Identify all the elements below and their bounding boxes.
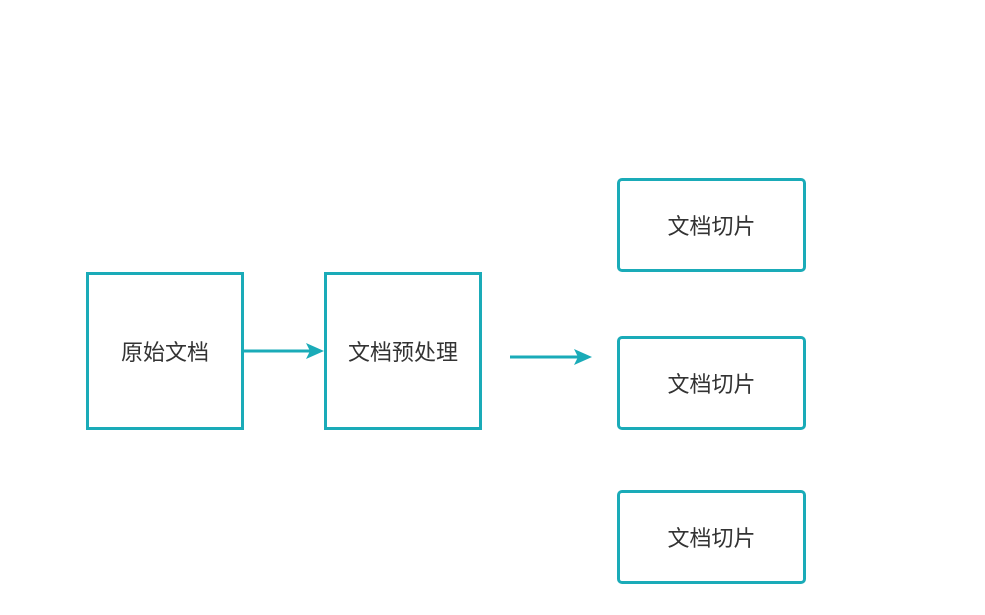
arrow-preprocess-to-slices xyxy=(510,349,592,365)
node-label: 文档切片 xyxy=(667,373,756,398)
node-preprocess: 文档预处理 xyxy=(324,272,482,430)
node-label: 文档切片 xyxy=(667,215,756,240)
node-slice-2: 文档切片 xyxy=(617,336,806,430)
node-slice-3: 文档切片 xyxy=(617,490,806,584)
node-label: 文档预处理 xyxy=(347,341,458,366)
arrow-raw-to-preprocess xyxy=(244,343,324,359)
node-label: 原始文档 xyxy=(120,341,209,366)
node-slice-1: 文档切片 xyxy=(617,178,806,272)
node-raw-document: 原始文档 xyxy=(86,272,244,430)
node-label: 文档切片 xyxy=(667,527,756,552)
